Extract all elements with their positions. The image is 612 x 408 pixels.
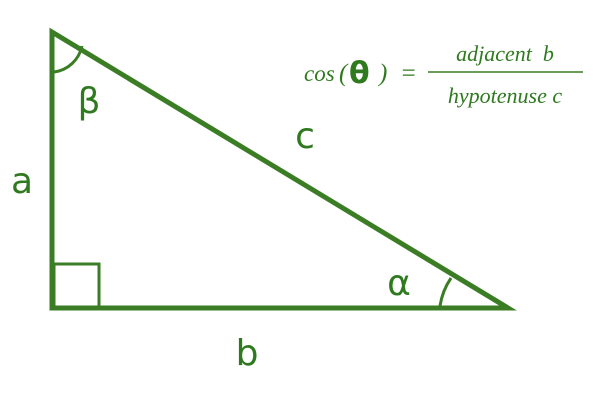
cosine-formula: cos ( θ ) = adjacent b hypotenuse c [304, 41, 583, 108]
formula-theta: θ [349, 56, 370, 91]
angle-arc-beta [53, 45, 84, 74]
angle-arc-alpha [438, 277, 453, 307]
formula-open-paren: ( [339, 60, 349, 87]
formula-denominator: hypotenuse c [448, 83, 562, 108]
side-b-label: b [236, 333, 259, 374]
angle-beta-label: β [78, 81, 101, 122]
formula-numerator: adjacent b [456, 41, 554, 66]
formula-close-paren: ) [377, 60, 387, 87]
angle-alpha-label: α [387, 263, 411, 304]
side-c-label: c [295, 116, 315, 157]
right-angle-marker [52, 262, 101, 309]
side-a-label: a [11, 161, 33, 202]
formula-cos: cos [304, 61, 335, 86]
formula-equals: = [400, 60, 417, 87]
triangle-outline [49, 27, 517, 311]
